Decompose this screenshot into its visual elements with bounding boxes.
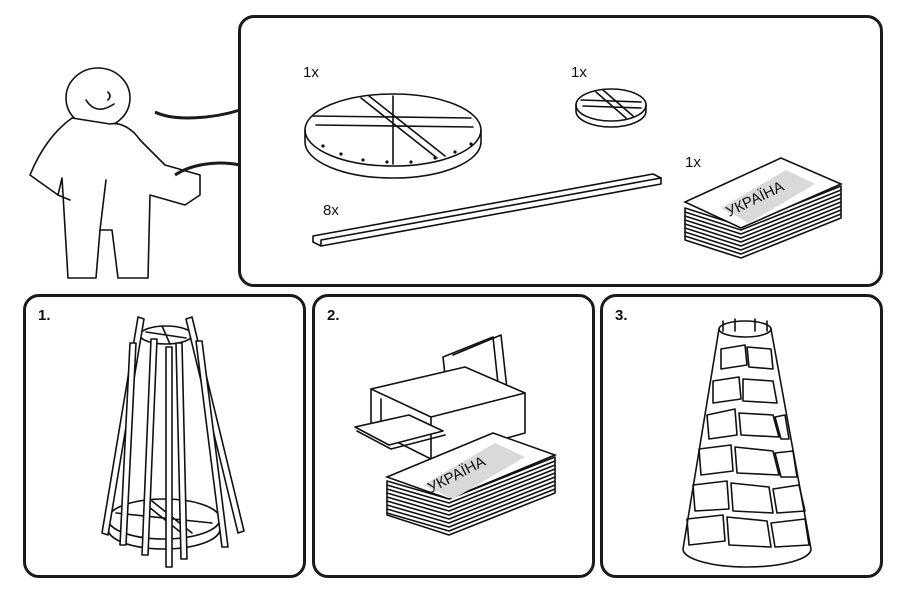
wooden-stick-icon [312,173,662,247]
step-3-number: 3. [615,307,628,324]
step-1-panel: 1. [23,294,306,578]
step-1-number: 1. [38,307,51,324]
paper-tower-icon [682,318,812,568]
large-round-frame-icon [304,93,482,179]
stick-quantity: 8x [323,202,339,219]
small-round-frame-icon [575,88,647,128]
character-illustration [29,67,201,279]
printer-icon [354,334,526,460]
large-ring-quantity: 1x [303,64,319,81]
paper-stack-icon-step2: УКРАЇНА [384,432,558,536]
parts-list-panel: 1x 1x 8x 1x УКРАЇНА [238,15,883,287]
step-2-number: 2. [327,307,340,324]
step-2-panel: 2. УКРАЇНА [312,294,595,578]
speech-bubble-tail [154,108,241,177]
step-3-panel: 3. [600,294,883,578]
paper-quantity: 1x [685,154,701,171]
frame-assembly-icon [101,316,245,568]
small-ring-quantity: 1x [571,64,587,81]
paper-stack-icon: УКРАЇНА [683,157,843,259]
